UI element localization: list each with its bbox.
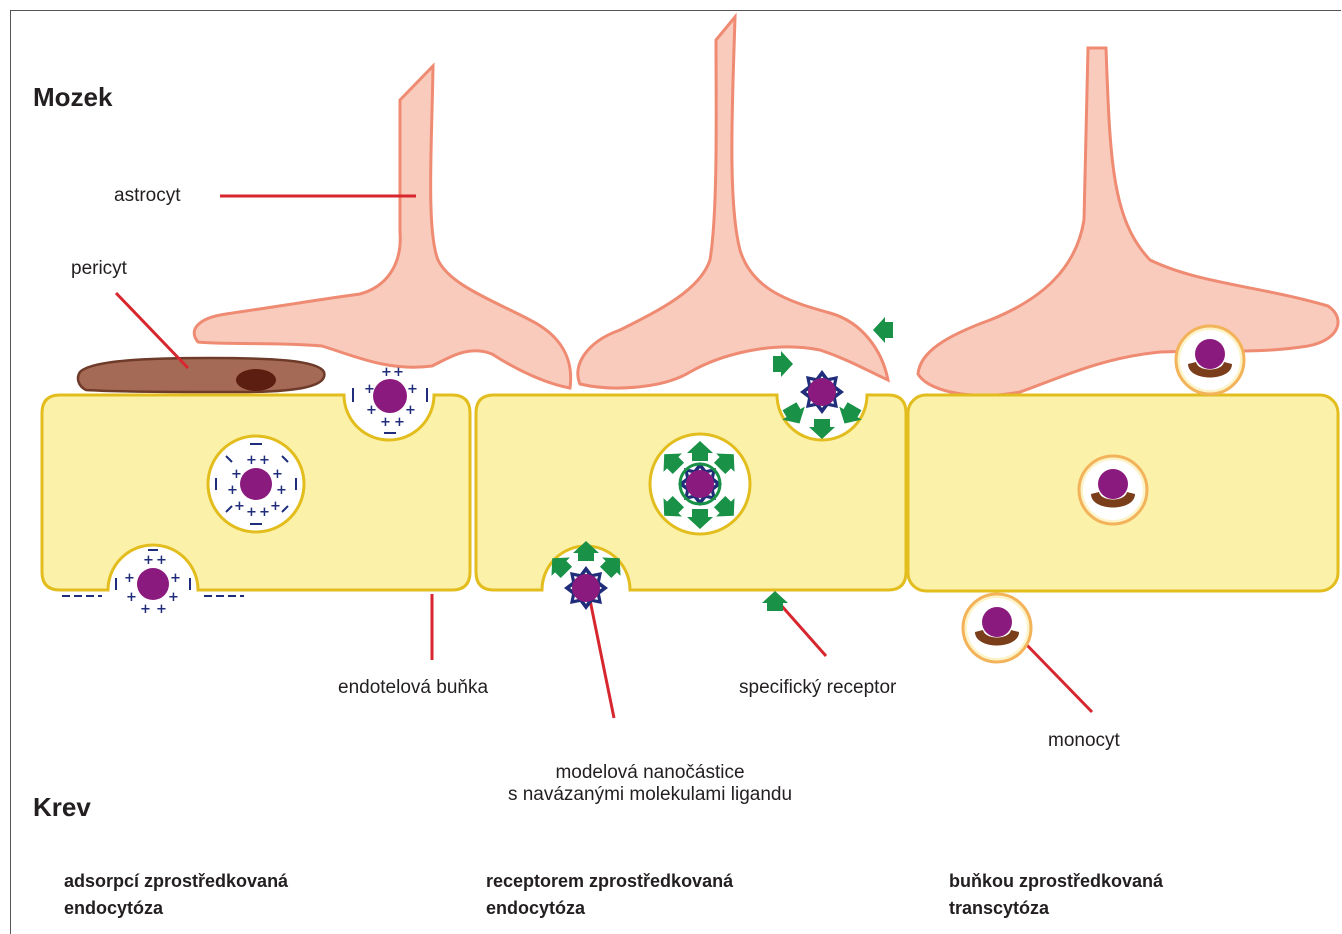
svg-text:+: +	[140, 602, 151, 617]
svg-text:+: +	[156, 602, 167, 617]
monocyte-top	[1176, 326, 1244, 394]
caption-adsorptive-line2: endocytóza	[64, 895, 288, 922]
cationic-nanoparticle-top: ++ ++ ++ ++	[353, 365, 427, 433]
svg-text:+: +	[405, 403, 416, 418]
label-nanoparticle-line1: modelová nanočástice	[470, 762, 830, 784]
caption-cell-mediated-line1: buňkou zprostředkovaná	[949, 868, 1163, 895]
svg-text:+: +	[246, 505, 257, 520]
caption-receptor-line1: receptorem zprostředkovaná	[486, 868, 733, 895]
astrocyte-3	[918, 48, 1338, 395]
monocyte-middle	[1079, 456, 1147, 524]
caption-cell-mediated-line2: transcytóza	[949, 895, 1163, 922]
svg-text:+: +	[124, 571, 135, 586]
label-nanoparticle-line2: s navázanými molekulami ligandu	[470, 784, 830, 806]
leader-nanoparticle	[590, 600, 614, 718]
leader-receptor	[780, 604, 826, 656]
svg-text:+: +	[231, 467, 242, 482]
label-specific-receptor: specifický receptor	[739, 677, 896, 699]
caption-receptor-line2: endocytóza	[486, 895, 733, 922]
ligand-vesicle	[650, 434, 750, 534]
svg-text:+: +	[381, 365, 392, 380]
svg-text:+: +	[259, 505, 270, 520]
cationic-vesicle: ++ ++ ++ ++ ++	[208, 436, 304, 532]
svg-text:+: +	[143, 553, 154, 568]
svg-text:+: +	[380, 415, 391, 430]
monocyte-bottom	[963, 594, 1031, 662]
region-blood: Krev	[33, 792, 91, 823]
caption-adsorptive: adsorpcí zprostředkovaná endocytóza	[64, 868, 288, 922]
svg-text:+: +	[393, 365, 404, 380]
svg-text:+: +	[259, 453, 270, 468]
label-monocyte: monocyt	[1048, 730, 1120, 752]
leader-pericyte	[116, 293, 188, 368]
label-endothelial-cell: endotelová buňka	[338, 677, 488, 699]
svg-text:+: +	[276, 483, 287, 498]
label-nanoparticle: modelová nanočástice s navázanými moleku…	[470, 762, 830, 806]
svg-text:+: +	[156, 553, 167, 568]
svg-text:+: +	[227, 483, 238, 498]
astrocyte-1	[194, 66, 570, 388]
astrocyte-2	[578, 17, 888, 388]
pericyte	[78, 358, 324, 392]
svg-text:+: +	[246, 453, 257, 468]
label-pericyte: pericyt	[71, 258, 127, 280]
caption-receptor: receptorem zprostředkovaná endocytóza	[486, 868, 733, 922]
svg-text:+: +	[366, 403, 377, 418]
region-brain: Mozek	[33, 82, 112, 113]
svg-text:+: +	[270, 499, 281, 514]
svg-text:+: +	[364, 382, 375, 397]
caption-cell-mediated: buňkou zprostředkovaná transcytóza	[949, 868, 1163, 922]
label-astrocyte: astrocyt	[114, 185, 181, 207]
svg-text:+: +	[394, 415, 405, 430]
svg-text:+: +	[234, 499, 245, 514]
svg-text:+: +	[126, 590, 137, 605]
svg-text:+: +	[168, 590, 179, 605]
leader-monocyte	[1022, 640, 1092, 712]
pericyte-nucleus	[236, 369, 276, 391]
svg-text:+: +	[407, 382, 418, 397]
caption-adsorptive-line1: adsorpcí zprostředkovaná	[64, 868, 288, 895]
svg-text:+: +	[272, 467, 283, 482]
svg-text:+: +	[170, 571, 181, 586]
